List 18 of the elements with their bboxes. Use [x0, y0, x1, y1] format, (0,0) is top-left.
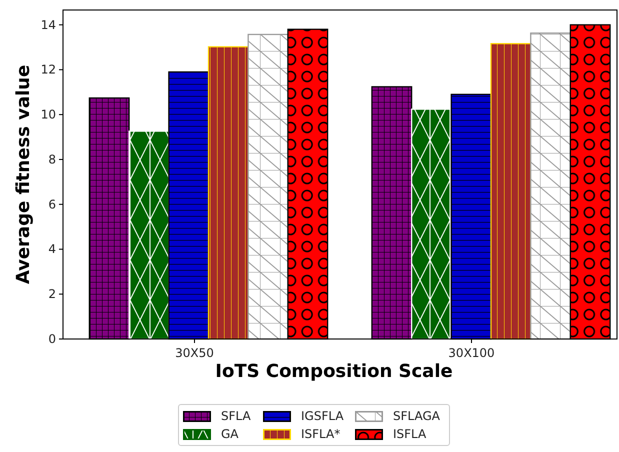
tick-label: 0	[48, 332, 56, 346]
legend-label: ISFLA	[393, 427, 426, 441]
axis-title: Average fitness value	[13, 64, 34, 284]
legend-label: SFLAGA	[393, 409, 440, 423]
tick-label: 12	[40, 62, 56, 77]
tick-label: 30X50	[175, 346, 214, 360]
legend-label: GA	[221, 427, 239, 441]
tick-label: 30X100	[448, 346, 495, 360]
legend-label: ISFLA*	[301, 427, 340, 441]
legend-label: IGSFLA	[301, 409, 344, 423]
tick-label: 10	[40, 108, 56, 122]
legend-label: SFLA	[221, 409, 251, 423]
tick-label: 6	[48, 197, 56, 212]
tick-label: 2	[48, 287, 56, 302]
tick-label: 8	[48, 152, 56, 166]
tick-label: 4	[48, 242, 56, 256]
axis-title: IoTS Composition Scale	[215, 361, 453, 382]
tick-label: 14	[40, 18, 56, 32]
